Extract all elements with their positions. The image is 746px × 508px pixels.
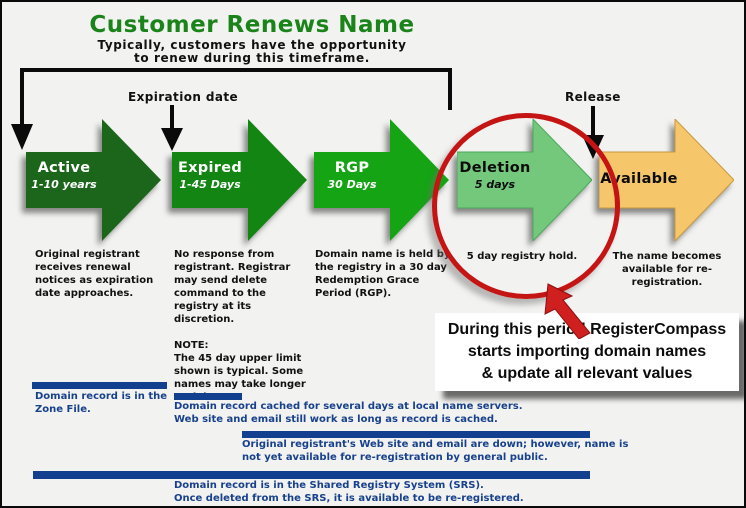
available-description: The name becomes available for re-regist… <box>612 251 722 288</box>
stage-label-rgp: RGP 30 Days <box>327 160 377 191</box>
expiration-date-label: Expiration date <box>128 90 239 104</box>
site-down-note: Original registrant's Web site and email… <box>242 439 629 463</box>
callout-line3: & update all relevant values <box>481 365 693 382</box>
expiration-down-arrow-icon <box>161 128 183 151</box>
site-down-bar <box>242 431 590 438</box>
rgp-description: Domain name is held by the registry in a… <box>315 249 451 299</box>
zone-file-note: Domain record is in the Zone File. <box>35 391 168 415</box>
page-title: Customer Renews Name <box>89 12 415 38</box>
renewal-bracket-right <box>448 68 452 110</box>
subtitle-line1: Typically, customers have the opportunit… <box>97 38 407 52</box>
renewal-bracket-left <box>20 68 24 126</box>
registercompass-callout: During this period RegisterCompass start… <box>435 313 739 391</box>
rgp-stage-arrow-icon <box>314 119 449 241</box>
callout-pointer-arrow-icon <box>544 283 591 339</box>
expired-stage-arrow-icon <box>172 119 307 241</box>
release-arrow-shaft <box>591 106 595 136</box>
srs-bar <box>33 471 590 479</box>
callout-line2: starts importing domain names <box>467 343 707 360</box>
active-stage-arrow-icon <box>26 119 161 241</box>
release-label: Release <box>565 90 621 104</box>
deletion-highlight-circle <box>432 113 620 299</box>
expiration-arrow-shaft <box>170 105 174 129</box>
note-label: NOTE: <box>174 340 209 351</box>
stage-label-available: Available <box>600 171 678 187</box>
cached-record-bar <box>174 393 242 400</box>
subtitle-line2: to renew during this timeframe. <box>134 51 370 65</box>
expired-description: No response from registrant. Registrar m… <box>174 248 306 404</box>
stage-label-active: Active 1-10 years <box>31 160 97 191</box>
page-subtitle: Typically, customers have the opportunit… <box>2 39 502 65</box>
srs-note: Domain record is in the Shared Registry … <box>174 480 524 504</box>
renewal-bracket-horizontal <box>20 68 452 72</box>
stage-label-expired: Expired 1-45 Days <box>177 160 243 191</box>
zone-file-bar <box>32 382 167 389</box>
active-description: Original registrant receives renewal not… <box>35 249 154 299</box>
cached-record-note: Domain record cached for several days at… <box>174 401 523 425</box>
bracket-down-arrow-icon <box>11 124 33 150</box>
